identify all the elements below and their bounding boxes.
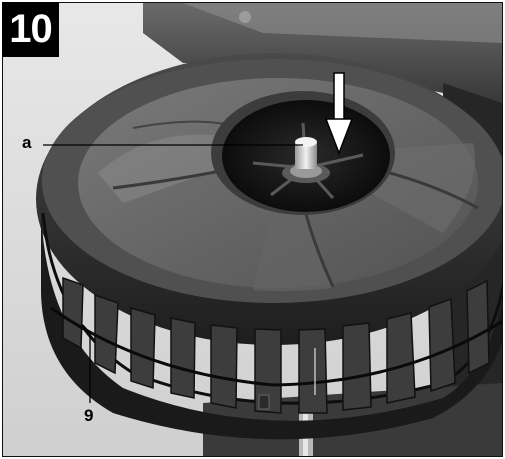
arrow-down-icon (324, 72, 354, 156)
callout-9-label: 9 (84, 406, 94, 425)
callout-a-label: a (22, 133, 32, 152)
figure-number: 10 (2, 2, 59, 57)
